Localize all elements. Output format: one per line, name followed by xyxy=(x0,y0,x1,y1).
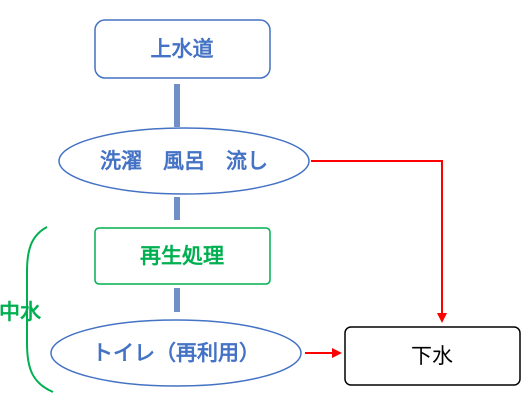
gray-water-bracket xyxy=(26,226,54,393)
node-sewage-label: 下水 xyxy=(411,344,453,368)
node-recycling: 再生処理 xyxy=(94,227,271,285)
node-sewage: 下水 xyxy=(344,326,521,386)
node-household-use: 洗濯 風呂 流し xyxy=(58,127,310,195)
node-toilet-reuse-label: トイレ（再利用） xyxy=(92,341,260,365)
node-water-supply-label: 上水道 xyxy=(151,37,214,61)
arrow-household-to-sewage xyxy=(311,160,447,323)
node-water-supply: 上水道 xyxy=(94,19,271,79)
node-recycling-label: 再生処理 xyxy=(140,244,224,268)
node-household-use-label: 洗濯 風呂 流し xyxy=(100,149,268,173)
node-toilet-reuse: トイレ（再利用） xyxy=(50,319,302,387)
gray-water-label: 中水 xyxy=(0,300,42,324)
